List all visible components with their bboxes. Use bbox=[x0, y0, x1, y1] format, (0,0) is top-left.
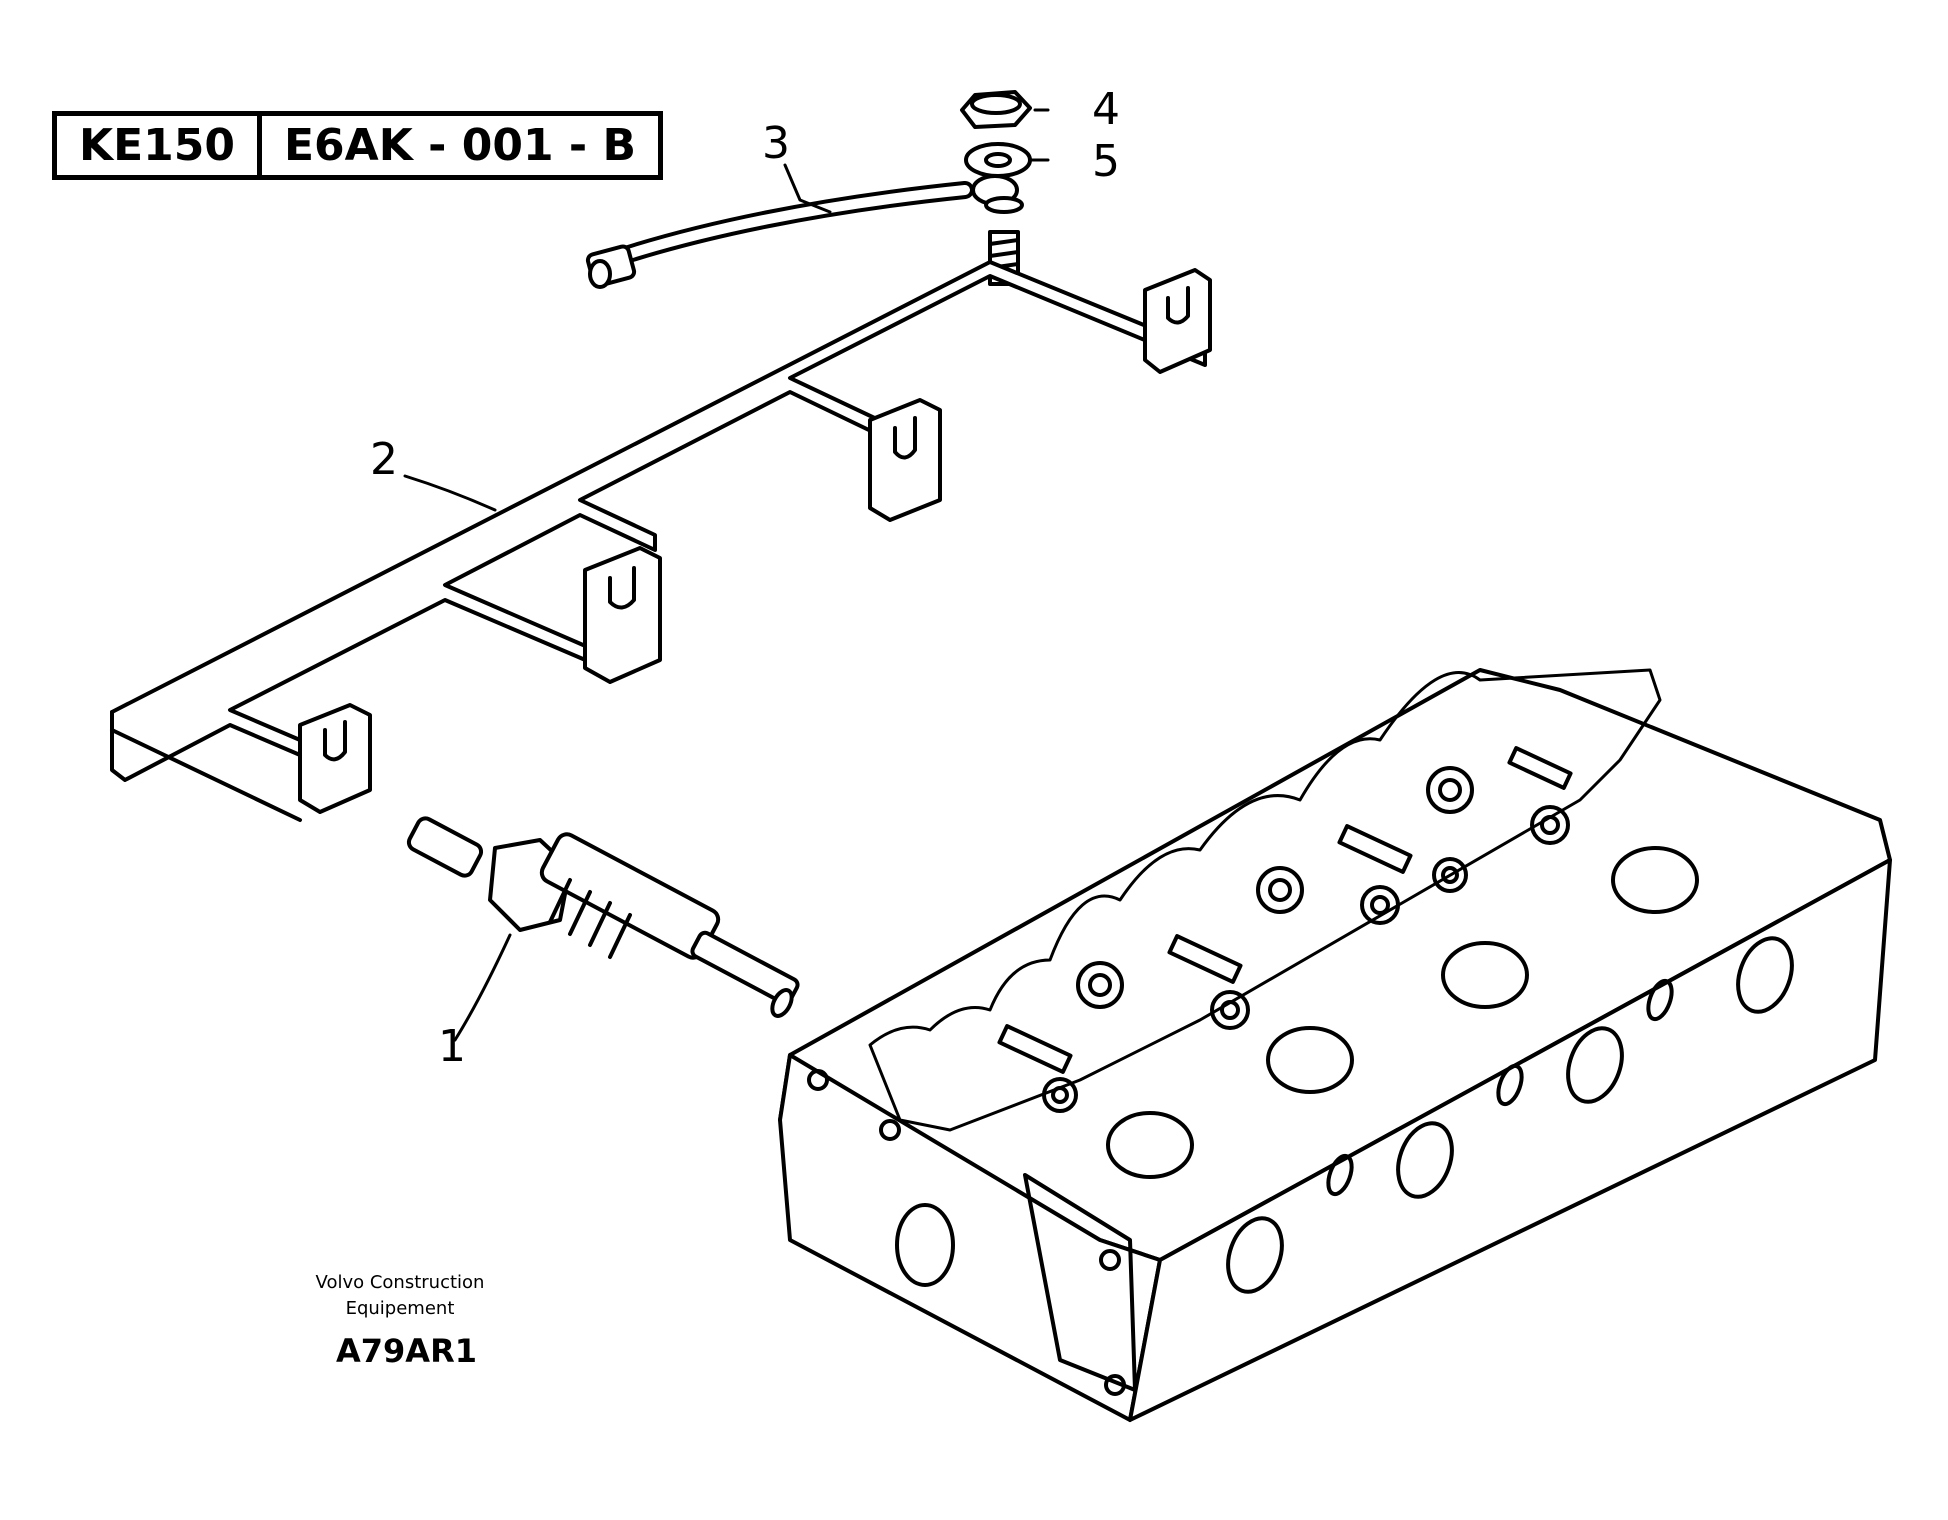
callout-3: 3 bbox=[762, 118, 790, 169]
cylinder-head-part bbox=[778, 668, 1892, 1422]
leader-lines bbox=[403, 108, 1050, 1042]
model-code: KE150 bbox=[79, 120, 235, 171]
callout-1: 1 bbox=[438, 1021, 466, 1072]
maker-line-2: Equipement bbox=[345, 1298, 455, 1319]
callout-2: 2 bbox=[370, 434, 398, 485]
cable-part bbox=[585, 174, 1019, 289]
glow-plug-part bbox=[406, 816, 800, 1018]
section-code: E6AK - 001 - B bbox=[257, 116, 658, 175]
catalog-code-box: KE150 E6AK - 001 - B bbox=[52, 111, 663, 180]
maker-name: Volvo Construction Equipement bbox=[300, 1270, 500, 1322]
maker-line-1: Volvo Construction bbox=[315, 1272, 485, 1293]
figure-id: A79AR1 bbox=[336, 1332, 477, 1370]
callout-4: 4 bbox=[1092, 84, 1120, 135]
washer-part bbox=[964, 142, 1032, 178]
callout-5: 5 bbox=[1092, 136, 1120, 187]
nut-part bbox=[960, 90, 1032, 129]
bus-bar-part bbox=[110, 260, 1212, 822]
